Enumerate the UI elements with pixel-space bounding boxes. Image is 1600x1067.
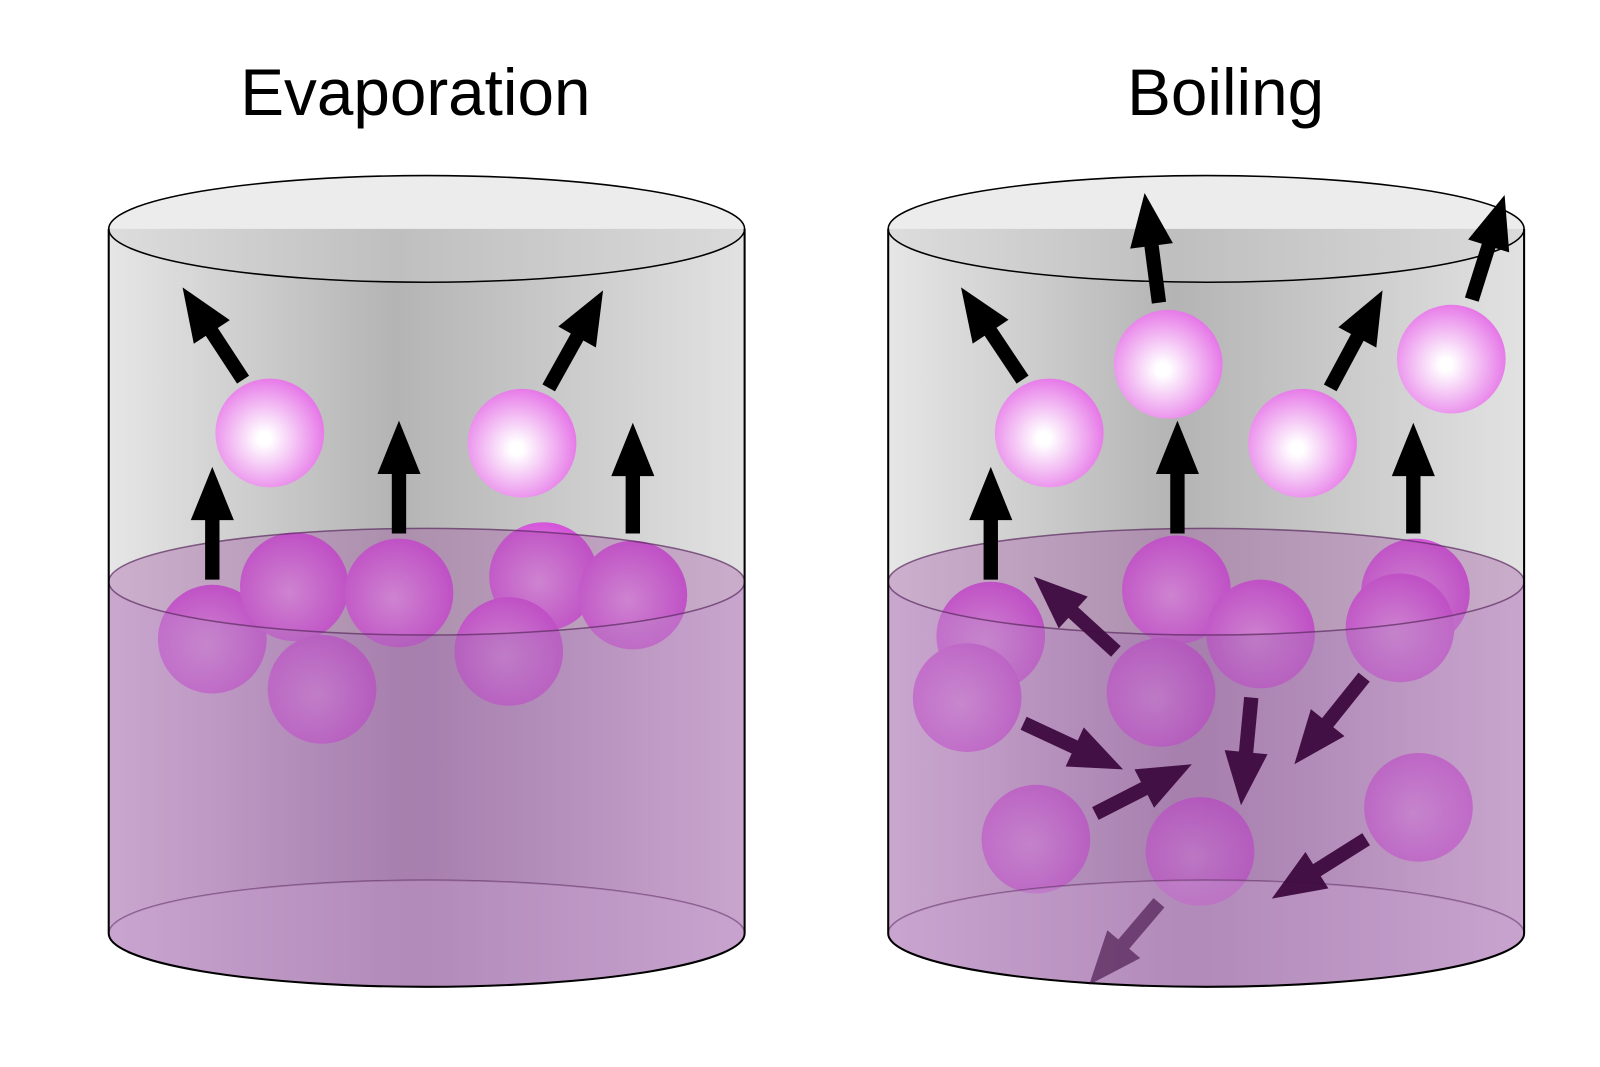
escape-arrow-icon: [969, 466, 1013, 580]
escape-arrow-icon: [1391, 422, 1435, 534]
liquid-motion-arrow-icon: [1033, 576, 1121, 657]
gas-molecule: [1396, 304, 1506, 414]
beaker-rim: [107, 174, 746, 283]
beaker-outline: [107, 228, 746, 988]
liquid-motion-arrow-icon: [1271, 833, 1370, 899]
beaker-bottom-back-edge: [887, 879, 1525, 934]
escape-arrow-icon: [611, 422, 655, 534]
beaker-bottom: [888, 880, 1525, 987]
boiling-beaker: [887, 174, 1526, 988]
escape-arrow-icon: [1130, 192, 1173, 304]
gas-molecule: [467, 388, 577, 498]
liquid-surface: [107, 527, 746, 636]
beaker-bottom-back-edge: [107, 879, 746, 934]
escape-arrow-icon: [190, 466, 234, 580]
liquid-motion-arrow-icon: [1092, 764, 1192, 820]
liquid-molecule: [240, 532, 349, 642]
escape-arrow-icon: [1155, 420, 1199, 534]
liquid-motion-arrow-icon: [1089, 898, 1165, 985]
escape-arrow-icon: [1323, 290, 1383, 392]
gas-molecule: [215, 378, 325, 488]
liquid-motion-arrow-icon: [1020, 716, 1124, 770]
liquid-molecule: [1122, 535, 1231, 645]
escape-arrow-icon: [377, 420, 421, 534]
liquid-motion-arrow-icon: [1224, 696, 1268, 806]
liquid-body: [108, 581, 745, 987]
escape-arrow-icon: [961, 287, 1029, 384]
beaker-outline: [887, 228, 1526, 988]
escape-arrow-icon: [1464, 195, 1510, 302]
panel-title-evaporation: Evaporation: [240, 56, 590, 129]
beaker-rim: [887, 174, 1525, 283]
evaporation-beaker: [107, 174, 746, 988]
escape-arrow-icon: [542, 290, 604, 392]
beaker-bottom: [108, 880, 745, 987]
escape-arrow-icon: [182, 287, 250, 384]
panel-title-boiling: Boiling: [1127, 56, 1324, 129]
liquid-motion-arrow-icon: [1294, 672, 1370, 765]
gas-molecule: [1113, 309, 1223, 419]
gas-molecule: [994, 378, 1104, 488]
gas-molecule: [1248, 388, 1357, 498]
liquid-molecule: [344, 538, 454, 648]
